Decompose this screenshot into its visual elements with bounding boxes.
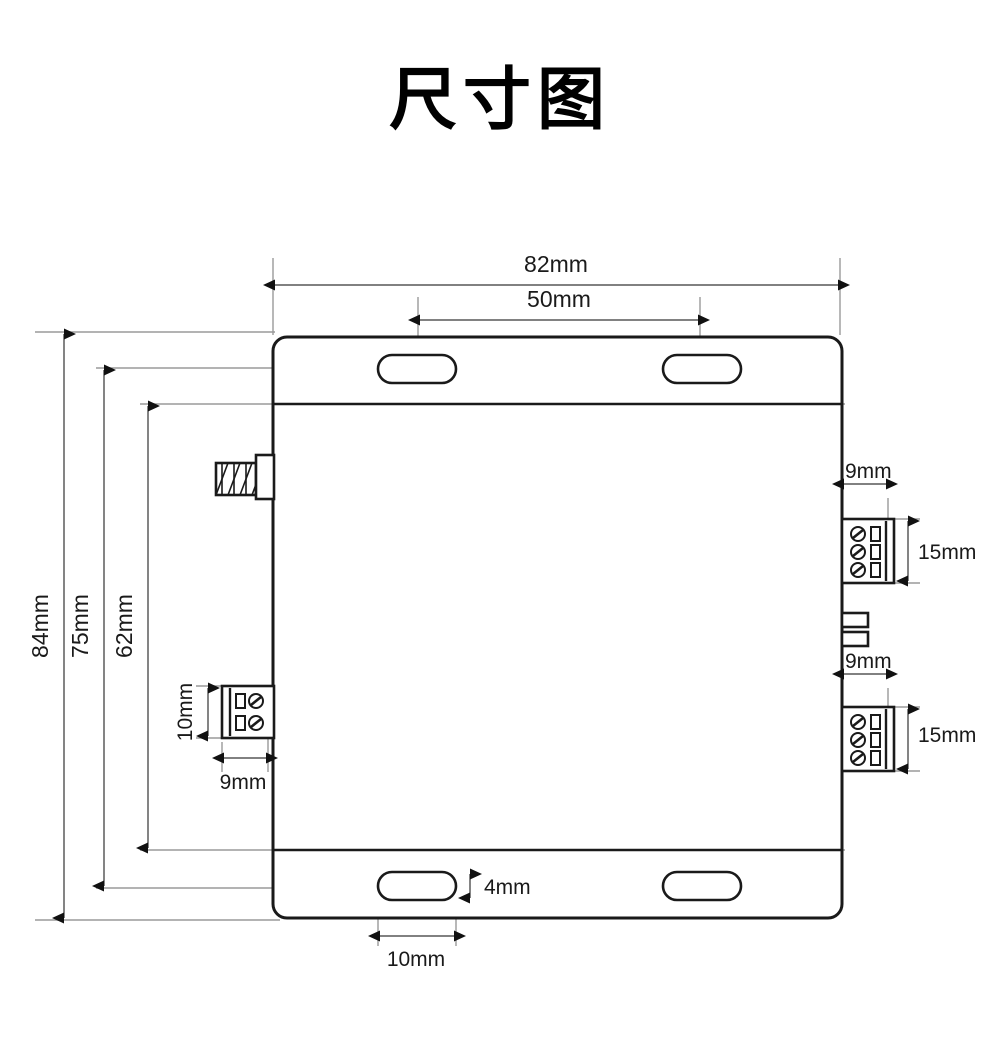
dim-label-height-84: 84mm bbox=[27, 594, 53, 658]
side-tab-lower bbox=[840, 630, 870, 648]
terminal-block-right-bottom bbox=[840, 705, 896, 773]
dim-label-right-top-width-9: 9mm bbox=[845, 460, 892, 483]
mounting-slot-top-left bbox=[376, 353, 458, 385]
dim-label-slot-width-10: 10mm bbox=[387, 948, 445, 971]
dim-label-width-82: 82mm bbox=[524, 251, 588, 277]
dim-label-right-bottom-width-9: 9mm bbox=[845, 650, 892, 673]
dim-label-left-conn-width-9: 9mm bbox=[220, 771, 267, 794]
mounting-slots bbox=[376, 353, 743, 902]
mounting-slot-bottom-left bbox=[376, 870, 458, 902]
dim-label-spacing-50: 50mm bbox=[527, 286, 591, 312]
page-title: 尺寸图 bbox=[388, 61, 611, 140]
dim-label-right-top-height-15: 15mm bbox=[918, 541, 976, 564]
side-tabs bbox=[840, 611, 870, 648]
mounting-slot-bottom-right bbox=[661, 870, 743, 902]
dim-label-height-75: 75mm bbox=[67, 594, 93, 658]
terminal-block-left bbox=[220, 684, 276, 740]
enclosure-body bbox=[271, 335, 844, 920]
dim-label-right-bottom-height-15: 15mm bbox=[918, 724, 976, 747]
terminal-block-right-top bbox=[840, 517, 896, 585]
dim-label-slot-height-4: 4mm bbox=[484, 876, 531, 899]
dim-label-height-62: 62mm bbox=[111, 594, 137, 658]
dim-label-left-conn-height-10: 10mm bbox=[174, 683, 197, 741]
dimension-lines bbox=[52, 279, 920, 942]
mounting-slot-top-right bbox=[661, 353, 743, 385]
side-tab-upper bbox=[840, 611, 870, 629]
antenna-screw-connector bbox=[214, 453, 276, 501]
